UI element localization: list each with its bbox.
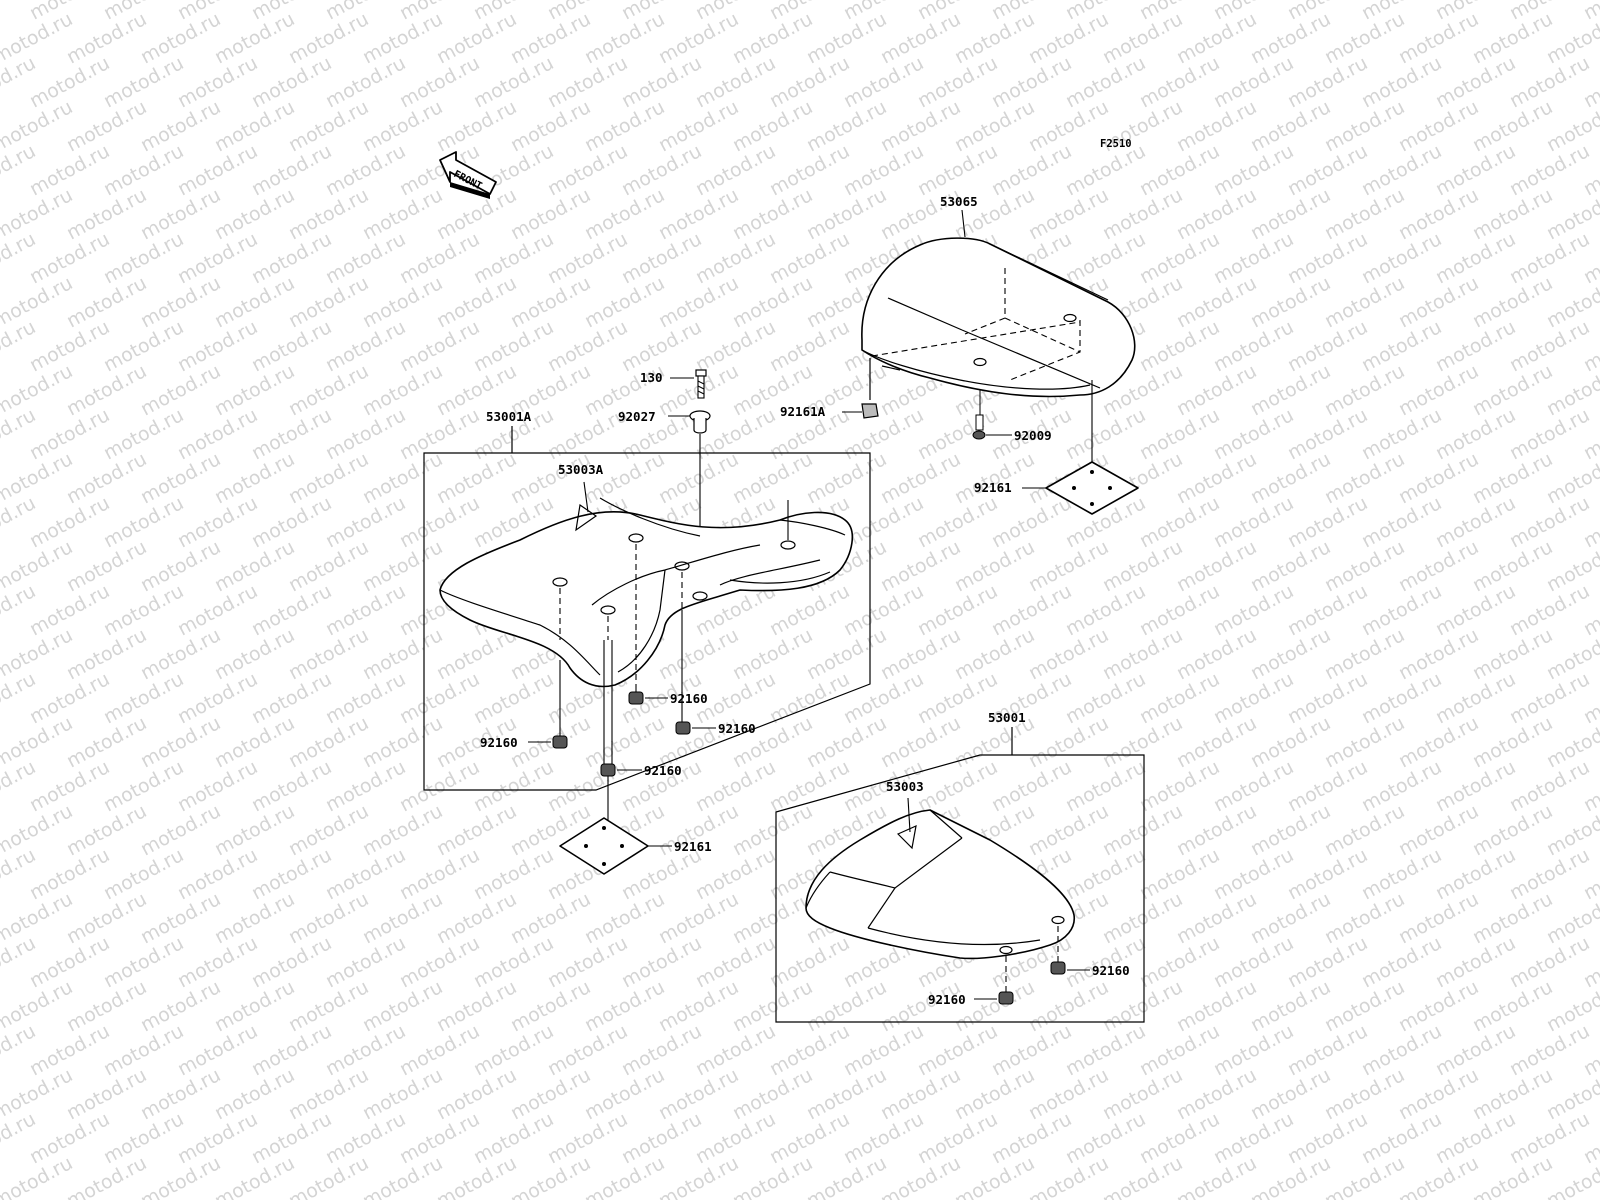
seat-cowl xyxy=(861,237,1136,400)
label-seat-assembly-front: 53001A xyxy=(486,409,532,424)
label-cowl-damper: 92161A xyxy=(780,404,826,419)
label-cowl-screw: 92009 xyxy=(1014,428,1052,443)
label-grommet-d: 92160 xyxy=(644,763,682,778)
label-grommet-a: 92160 xyxy=(670,691,708,706)
grommet-front-1: 92160 xyxy=(628,691,708,706)
cowl-screw: 92009 xyxy=(972,390,1052,443)
label-seat-cover-front: 53003A xyxy=(558,462,604,477)
front-damper: 92161 xyxy=(559,776,712,875)
figure-code: F2510 xyxy=(1100,138,1132,150)
label-collar: 92027 xyxy=(618,409,656,424)
label-bolt: 130 xyxy=(640,370,663,385)
bolt: 130 xyxy=(640,369,707,399)
seat-assembly-front-frame xyxy=(423,426,871,791)
grommet-rear-1: 92160 xyxy=(1050,961,1130,978)
rear-damper: 92161 xyxy=(974,380,1139,515)
label-grommet-f: 92160 xyxy=(928,992,966,1007)
rear-seat xyxy=(805,797,1075,960)
label-grommet-b: 92160 xyxy=(718,721,756,736)
grommet-front-2: 92160 xyxy=(675,721,756,736)
label-seat-cover-rear: 53003 xyxy=(886,779,924,794)
grommet-front-3: 92160 xyxy=(480,735,568,750)
label-seat-assembly-rear: 53001 xyxy=(988,710,1026,725)
seat-assembly-rear-frame xyxy=(775,727,1145,1023)
label-seat-cowl: 53065 xyxy=(940,194,978,209)
front-seat xyxy=(439,481,854,688)
label-grommet-c: 92160 xyxy=(480,735,518,750)
label-grommet-e: 92160 xyxy=(1092,963,1130,978)
collar: 92027 xyxy=(618,409,711,550)
label-front-damper: 92161 xyxy=(674,839,712,854)
grommet-rear-2: 92160 xyxy=(928,991,1014,1007)
front-arrow-icon: FRONT xyxy=(439,151,497,199)
grommet-front-4: 92160 xyxy=(600,763,682,778)
label-rear-damper: 92161 xyxy=(974,480,1012,495)
cowl-damper: 92161A xyxy=(780,403,879,419)
